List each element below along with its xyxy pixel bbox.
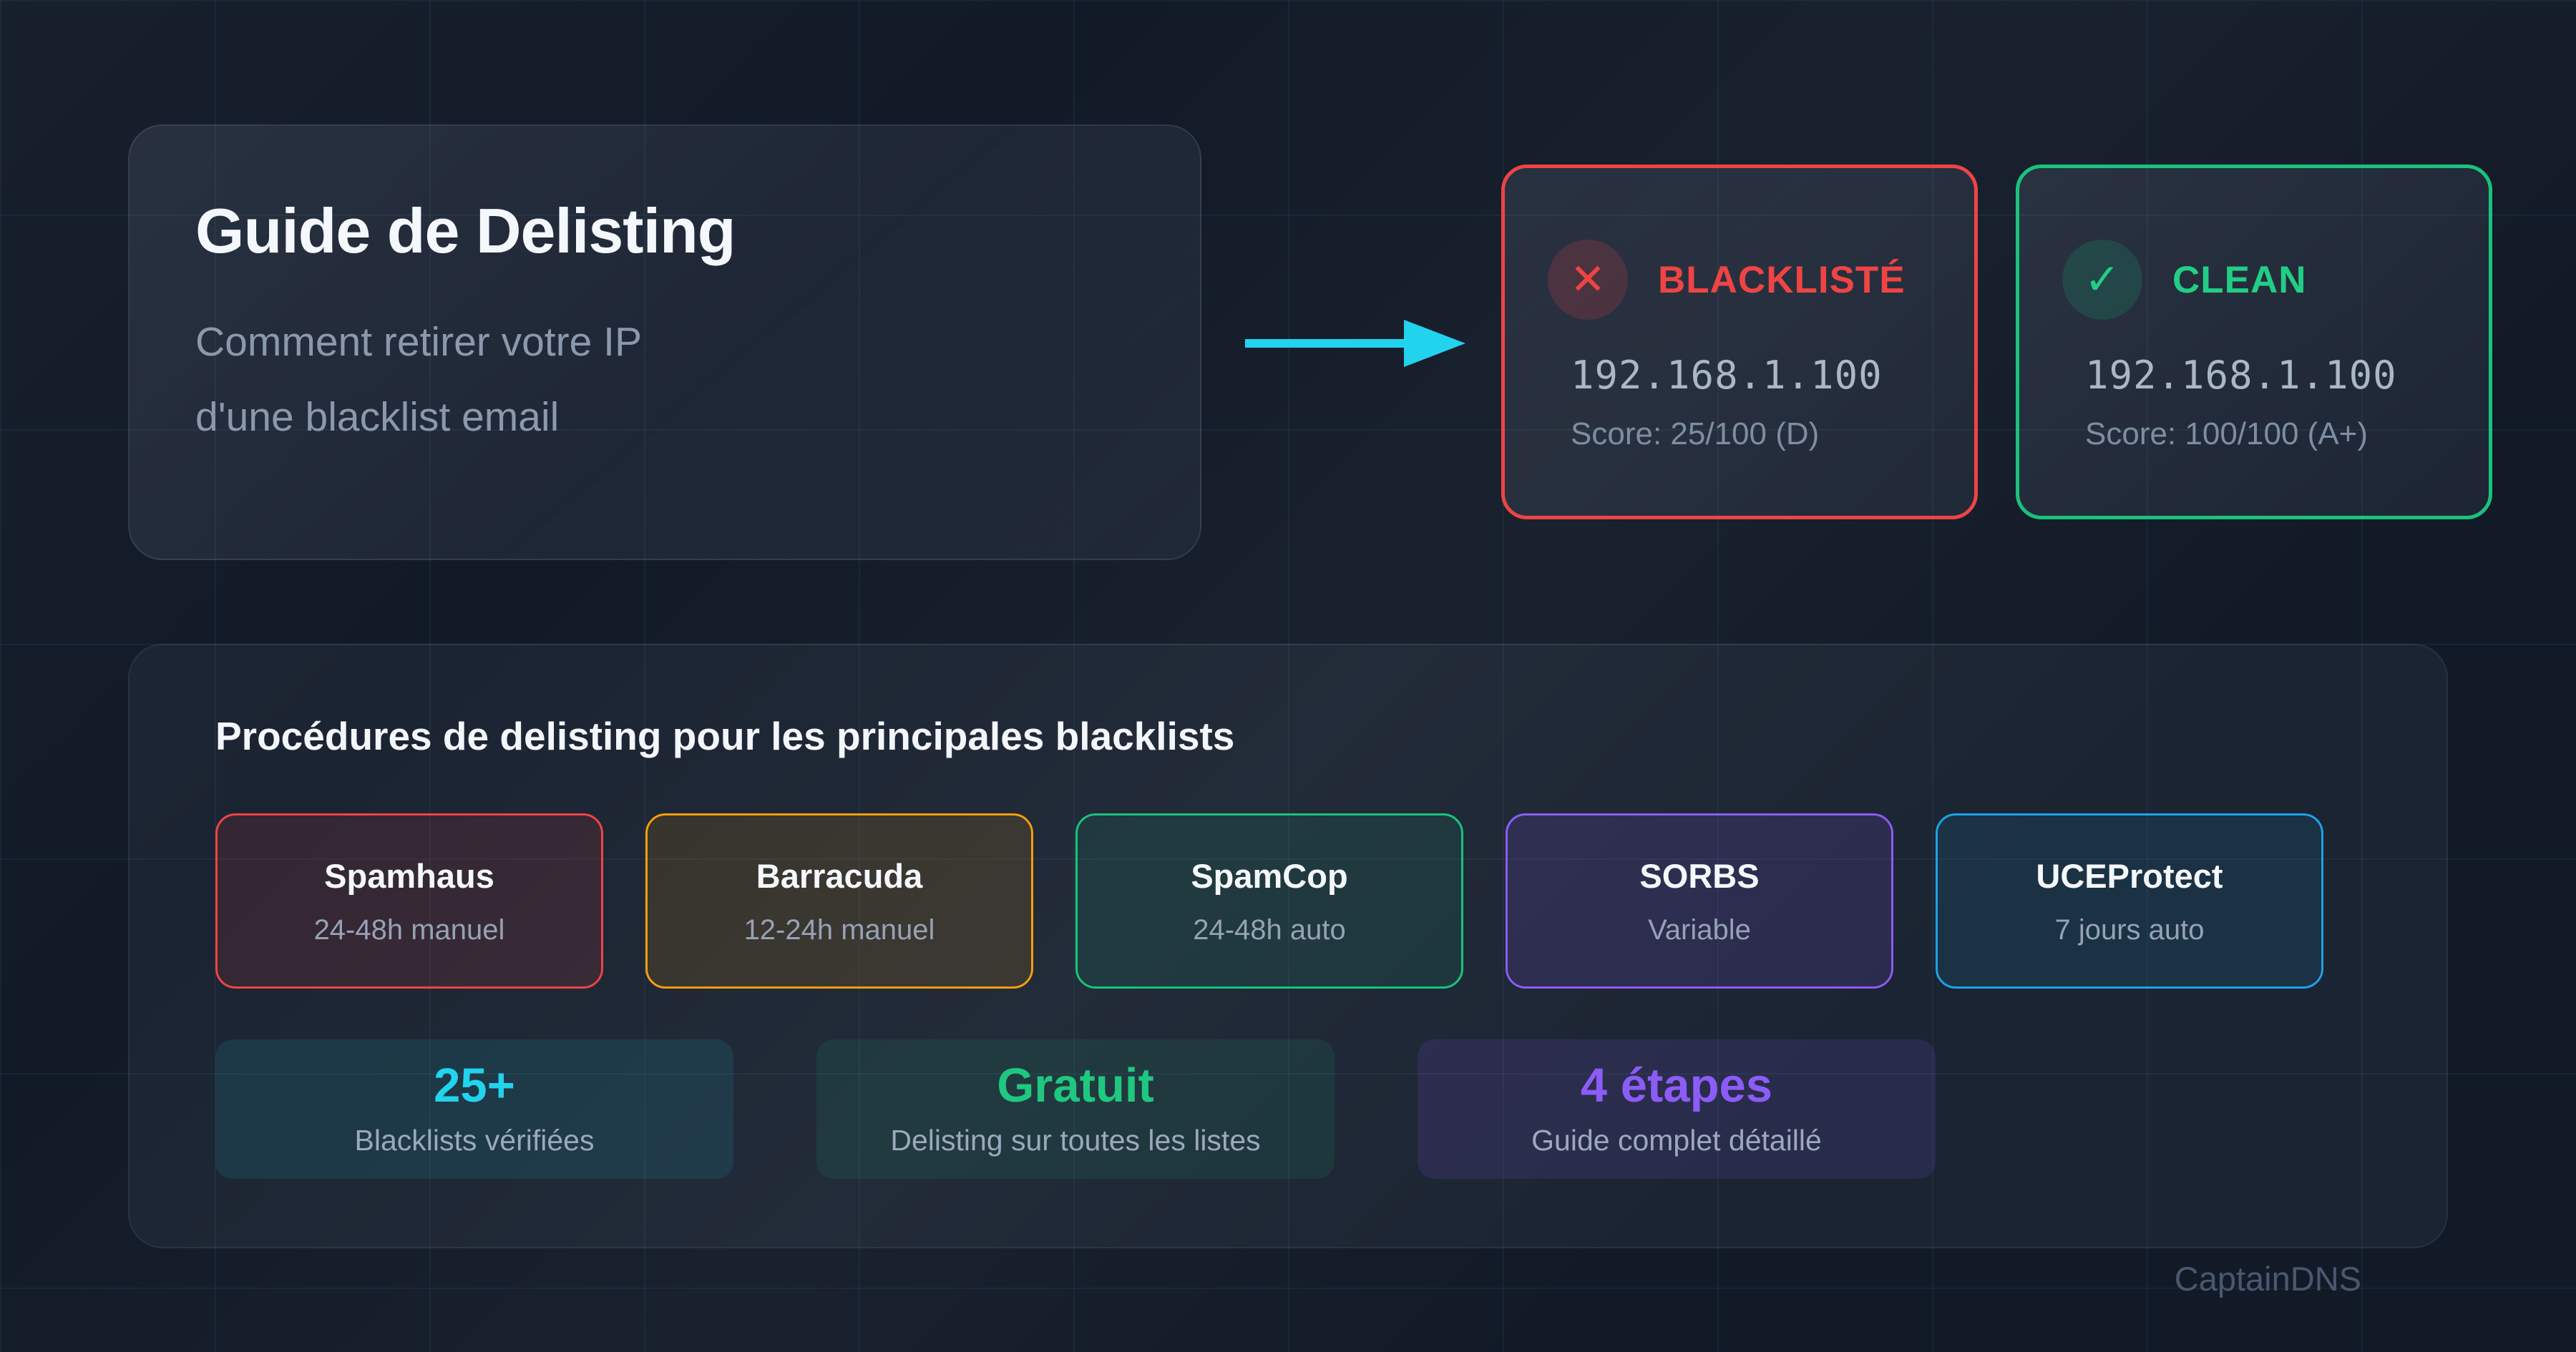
procedures-panel: Procédures de delisting pour les princip…	[128, 644, 2448, 1248]
stat-value: Gratuit	[997, 1058, 1154, 1112]
blacklist-delay: 7 jours auto	[2054, 913, 2205, 946]
stats-row: 25+ Blacklists vérifiées Gratuit Delisti…	[215, 1039, 2361, 1179]
page-title: Guide de Delisting	[195, 195, 736, 266]
stat-label: Delisting sur toutes les listes	[890, 1123, 1261, 1157]
blacklist-name: Spamhaus	[324, 856, 494, 895]
stat-value: 4 étapes	[1580, 1058, 1773, 1112]
blacklist-name: SORBS	[1639, 856, 1760, 895]
blacklist-card-barracuda: Barracuda 12-24h manuel	[645, 813, 1033, 989]
brand-watermark: CaptainDNS	[2174, 1260, 2361, 1298]
clean-status-label: CLEAN	[2172, 258, 2307, 301]
blacklist-name: SpamCop	[1191, 856, 1348, 895]
clean-ip-address: 192.168.1.100	[2085, 353, 2397, 398]
blacklisted-status-header: ✕ BLACKLISTÉ	[1548, 240, 1931, 320]
blacklist-cards-row: Spamhaus 24-48h manuel Barracuda 12-24h …	[215, 813, 2361, 989]
check-icon: ✓	[2062, 240, 2142, 320]
stat-box-free: Gratuit Delisting sur toutes les listes	[816, 1039, 1335, 1179]
arrow-shaft	[1245, 339, 1410, 348]
blacklist-card-uceprotect: UCEProtect 7 jours auto	[1936, 813, 2323, 989]
stat-box-steps: 4 étapes Guide complet détaillé	[1418, 1039, 1936, 1179]
clean-status-header: ✓ CLEAN	[2062, 240, 2446, 320]
arrow-right-icon	[1245, 313, 1465, 373]
clean-status-card: ✓ CLEAN 192.168.1.100 Score: 100/100 (A+…	[2016, 165, 2492, 519]
blacklisted-status-card: ✕ BLACKLISTÉ 192.168.1.100 Score: 25/100…	[1501, 165, 1978, 519]
blacklist-card-spamcop: SpamCop 24-48h auto	[1075, 813, 1463, 989]
blacklist-delay: 24-48h manuel	[313, 913, 505, 946]
page-subtitle: Comment retirer votre IP d'une blacklist…	[195, 305, 1134, 456]
subtitle-line-2: d'une blacklist email	[195, 394, 560, 441]
blacklist-delay: 24-48h auto	[1193, 913, 1346, 946]
blacklisted-score: Score: 25/100 (D)	[1571, 416, 1820, 451]
arrow-head	[1404, 320, 1465, 367]
stat-label: Guide complet détaillé	[1531, 1123, 1822, 1157]
stat-box-blacklists-count: 25+ Blacklists vérifiées	[215, 1039, 733, 1179]
blacklist-card-spamhaus: Spamhaus 24-48h manuel	[215, 813, 603, 989]
procedures-title: Procédures de delisting pour les princip…	[215, 714, 1235, 758]
blacklist-delay: Variable	[1648, 913, 1751, 946]
blacklist-delay: 12-24h manuel	[743, 913, 935, 946]
blacklisted-ip-address: 192.168.1.100	[1571, 353, 1883, 398]
blacklist-name: Barracuda	[756, 856, 923, 895]
stat-value: 25+	[434, 1058, 515, 1112]
subtitle-line-1: Comment retirer votre IP	[195, 319, 642, 365]
x-icon: ✕	[1548, 240, 1628, 320]
blacklist-name: UCEProtect	[2036, 856, 2223, 895]
clean-score: Score: 100/100 (A+)	[2085, 416, 2368, 451]
stat-label: Blacklists vérifiées	[354, 1123, 595, 1157]
blacklist-card-sorbs: SORBS Variable	[1506, 813, 1893, 989]
blacklisted-status-label: BLACKLISTÉ	[1658, 258, 1906, 301]
hero-card: Guide de Delisting Comment retirer votre…	[128, 124, 1201, 560]
